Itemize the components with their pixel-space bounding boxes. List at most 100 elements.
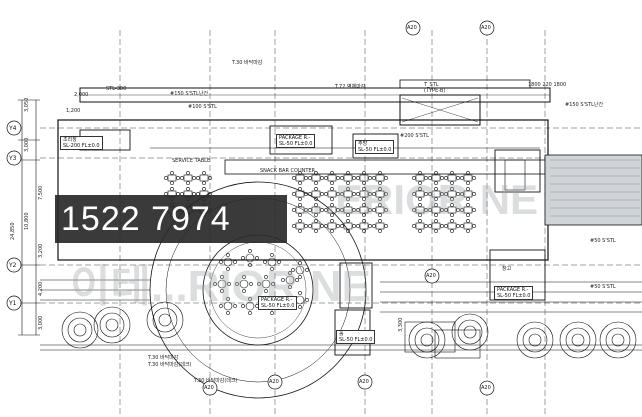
dining-chair — [472, 192, 476, 196]
dining-chair — [440, 192, 444, 196]
dining-table — [463, 190, 473, 198]
dining-table — [463, 174, 473, 182]
dining-chair — [196, 176, 200, 180]
dining-chair — [308, 208, 312, 212]
dining-chair — [460, 176, 464, 180]
dining-table — [311, 206, 321, 214]
dining-chair — [241, 304, 245, 308]
tree — [105, 318, 119, 332]
dining-chair — [170, 187, 174, 191]
axis-y3: Y3 — [9, 155, 17, 162]
dining-chair — [384, 224, 388, 228]
dim-3000b: 3,000 — [38, 315, 44, 330]
dining-chair — [368, 176, 372, 180]
dining-chair — [368, 192, 372, 196]
dining-chair — [352, 176, 356, 180]
dining-chair — [378, 197, 382, 201]
tree — [571, 333, 585, 347]
dining-chair — [226, 297, 230, 301]
dining-table — [431, 206, 441, 214]
dining-chair — [336, 192, 340, 196]
dining-chair — [219, 260, 223, 264]
dining-chair — [460, 192, 464, 196]
dining-chair — [412, 192, 416, 196]
dining-chair — [378, 229, 382, 233]
dining-table — [343, 206, 353, 214]
dining-chair — [434, 229, 438, 233]
tree — [408, 321, 446, 359]
dining-chair — [248, 297, 252, 301]
dining-chair — [340, 208, 344, 212]
dining-chair — [424, 192, 428, 196]
tree — [420, 333, 434, 347]
room-package-mid: PACKAGE R.-SL-50 FL±0.0 — [258, 296, 298, 310]
tree — [516, 321, 554, 359]
room-bottom-sub: SL-50 FL±0.0 — [339, 337, 373, 343]
dim-3000: 3,000 — [24, 137, 30, 152]
tree — [605, 327, 631, 353]
dim-3300: 3,300 — [398, 317, 404, 332]
dining-chair — [384, 192, 388, 196]
round-table — [223, 257, 233, 267]
dining-table — [415, 174, 425, 182]
dining-table — [447, 206, 457, 214]
dining-chair — [249, 282, 253, 286]
dining-chair — [241, 256, 245, 260]
dining-chair — [298, 275, 302, 279]
room-center-sub: SL-50 FL±0.0 — [358, 147, 392, 153]
dining-chair — [292, 176, 296, 180]
dining-chair — [356, 176, 360, 180]
dining-chair — [324, 192, 328, 196]
room-left-label: 조리장 — [63, 137, 77, 143]
dining-chair — [352, 224, 356, 228]
dining-chair — [292, 224, 296, 228]
dining-chair — [298, 213, 302, 217]
dining-chair — [362, 187, 366, 191]
dining-table — [415, 190, 425, 198]
dining-chair — [450, 219, 454, 223]
dining-chair — [336, 224, 340, 228]
dining-chair — [412, 224, 416, 228]
dining-chair — [314, 203, 318, 207]
dining-chair — [248, 263, 252, 267]
dining-chair — [336, 208, 340, 212]
round-table — [217, 279, 227, 289]
dining-chair — [418, 229, 422, 233]
dining-chair — [450, 197, 454, 201]
dining-chair — [356, 208, 360, 212]
dining-chair — [352, 192, 356, 196]
dining-chair — [226, 253, 230, 257]
dining-chair — [263, 260, 267, 264]
dining-chair — [304, 224, 308, 228]
dining-chair — [466, 171, 470, 175]
dining-chair — [292, 208, 296, 212]
dining-chair — [418, 171, 422, 175]
dining-chair — [298, 291, 302, 295]
dining-chair — [242, 289, 246, 293]
dining-chair — [418, 197, 422, 201]
note-t-stl: T_STL — [424, 82, 439, 88]
dining-table — [327, 190, 337, 198]
dining-table — [295, 206, 305, 214]
dining-chair — [460, 208, 464, 212]
dining-table — [295, 174, 305, 182]
dining-chair — [346, 181, 350, 185]
dining-chair — [384, 208, 388, 212]
dining-chair — [466, 229, 470, 233]
dining-chair — [456, 176, 460, 180]
dining-chair — [292, 192, 296, 196]
axis-a2: A20 — [481, 25, 491, 31]
room-left-sub: SL-200 FL±0.0 — [63, 143, 100, 149]
dining-table — [375, 174, 385, 182]
dining-chair — [440, 176, 444, 180]
dining-chair — [270, 311, 274, 315]
room-package-right: PACKAGE R.-SL-50 FL±0.0 — [494, 286, 534, 300]
dining-chair — [456, 192, 460, 196]
dining-table — [463, 222, 473, 230]
dining-chair — [233, 260, 237, 264]
dining-table — [343, 190, 353, 198]
dining-chair — [298, 261, 302, 265]
note-right-1: #50 S'STL — [590, 238, 616, 244]
dining-chair — [170, 181, 174, 185]
dining-chair — [233, 304, 237, 308]
